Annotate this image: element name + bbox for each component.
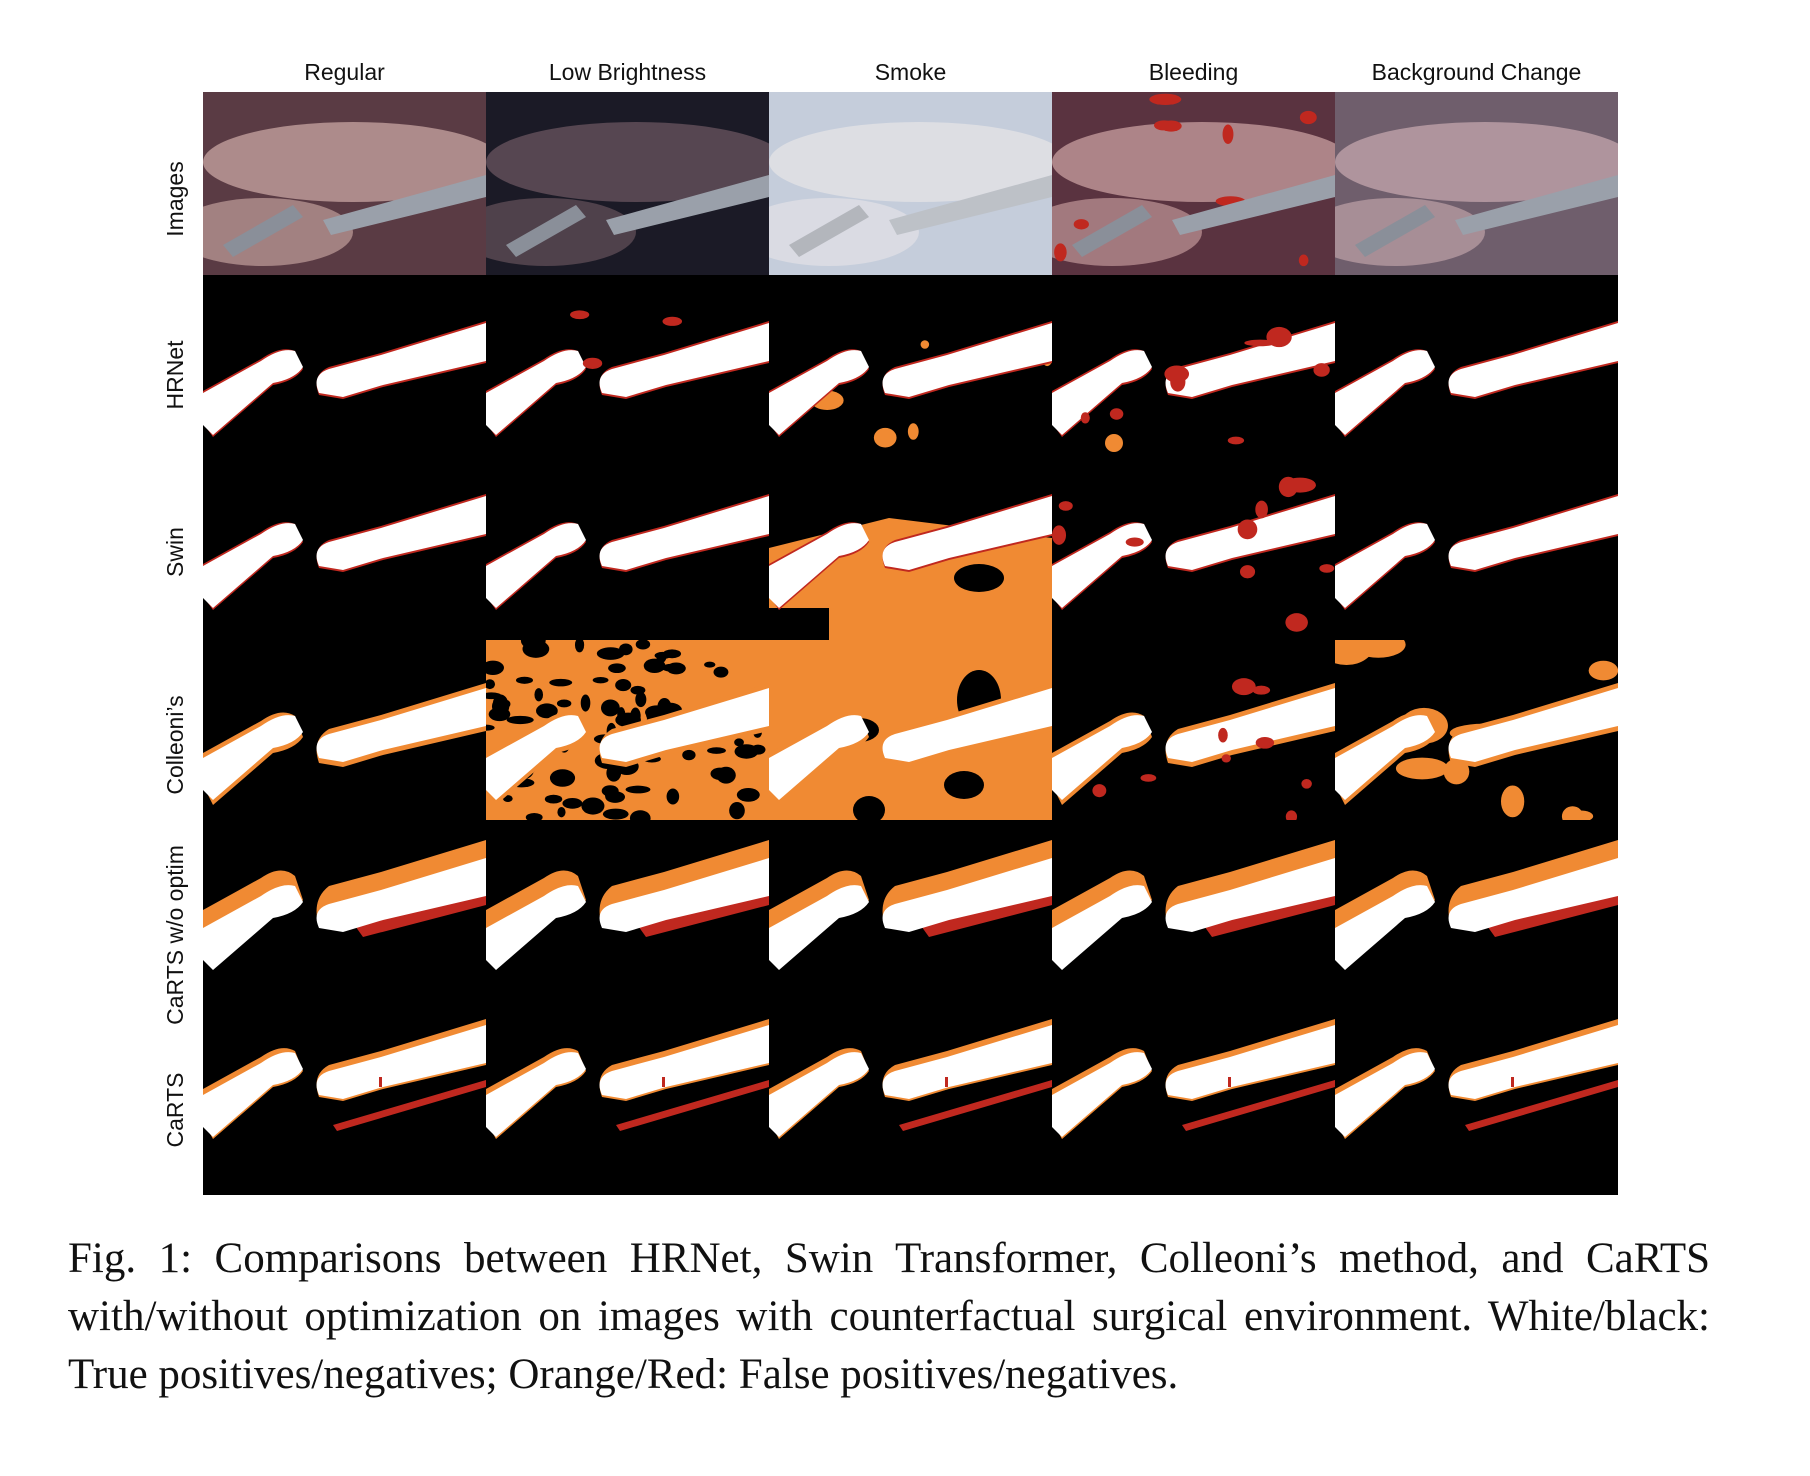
tile-carts-smoke [769,985,1052,1195]
tile-images-bleeding [1052,92,1335,275]
tile-graphic-carts-regular [203,1019,486,1139]
tile-graphic-carts-bleeding [1052,1019,1335,1139]
tile-graphic-carts-background-change [1335,1019,1618,1139]
tile-colleonis-background-change [1335,640,1618,820]
tile-graphic-carts-wo-optim-smoke [769,840,1052,970]
tile-graphic-carts-wo-optim-bleeding [1052,840,1335,970]
tile-carts-wo-optim-background-change [1335,820,1618,985]
tile-colleonis-smoke [769,640,1052,820]
column-header-bleeding: Bleeding [1148,59,1239,85]
tile-carts-low-brightness [486,985,769,1195]
tile-graphic-hrnet-smoke [769,321,1052,448]
tile-carts-wo-optim-regular [203,820,486,985]
tile-colleonis-bleeding [1052,640,1335,820]
tile-hrnet-regular [203,275,486,458]
tile-hrnet-bleeding [1052,275,1335,458]
tile-swin-low-brightness [486,458,769,640]
tile-graphic-colleonis-low-brightness [486,640,769,820]
tile-graphic-images-smoke [769,92,1052,275]
tile-graphic-swin-regular [203,494,486,610]
tile-graphic-images-bleeding [1052,92,1335,275]
column-header-regular: Regular [304,59,385,85]
tile-graphic-colleonis-bleeding [1052,678,1335,820]
tile-graphic-carts-smoke [769,1019,1052,1139]
tile-colleonis-regular [203,640,486,820]
tile-graphic-images-background-change [1335,92,1618,275]
column-header-low-brightness: Low Brightness [548,59,707,85]
tile-hrnet-smoke [769,275,1052,458]
tile-graphic-swin-bleeding [1052,476,1335,632]
tile-swin-smoke [769,458,1052,640]
tile-carts-wo-optim-low-brightness [486,820,769,985]
tile-graphic-carts-wo-optim-background-change [1335,840,1618,970]
tile-colleonis-low-brightness [486,640,769,820]
row-label-hrnet: HRNet [162,340,188,410]
tile-swin-background-change [1335,458,1618,640]
row-label-swin: Swin [162,527,188,577]
tile-images-low-brightness [486,92,769,275]
tile-graphic-colleonis-smoke [769,640,1052,820]
tile-graphic-images-low-brightness [486,92,769,275]
tile-graphic-swin-background-change [1335,494,1618,610]
tile-graphic-colleonis-background-change [1335,640,1618,820]
tile-hrnet-low-brightness [486,275,769,458]
tile-images-smoke [769,92,1052,275]
figure-caption: Fig. 1: Comparisons between HRNet, Swin … [68,1235,1710,1398]
row-label-carts: CaRTS [162,1072,188,1148]
row-label-images: Images [162,161,188,237]
tile-graphic-colleonis-regular [203,683,486,805]
tile-graphic-images-regular [203,92,486,275]
tile-swin-regular [203,458,486,640]
tile-graphic-hrnet-low-brightness [486,310,769,437]
tile-carts-bleeding [1052,985,1335,1195]
tile-graphic-swin-low-brightness [486,494,769,610]
row-label-carts-wo-optim: CaRTS w/o optim [162,845,188,1025]
tile-graphic-hrnet-bleeding [1052,321,1335,452]
tile-carts-regular [203,985,486,1195]
column-header-smoke: Smoke [874,59,947,85]
tile-carts-background-change [1335,985,1618,1195]
tile-graphic-carts-wo-optim-low-brightness [486,840,769,970]
tile-swin-bleeding [1052,458,1335,640]
tile-graphic-hrnet-regular [203,321,486,437]
tile-graphic-carts-low-brightness [486,1019,769,1139]
tile-images-background-change [1335,92,1618,275]
tile-graphic-hrnet-background-change [1335,321,1618,437]
tile-graphic-swin-smoke [769,494,1052,640]
tile-carts-wo-optim-smoke [769,820,1052,985]
tile-hrnet-background-change [1335,275,1618,458]
row-label-colleonis: Colleoni’s [162,695,188,795]
tile-carts-wo-optim-bleeding [1052,820,1335,985]
column-header-background-change: Background Change [1371,59,1582,85]
tile-graphic-carts-wo-optim-regular [203,840,486,970]
tile-images-regular [203,92,486,275]
